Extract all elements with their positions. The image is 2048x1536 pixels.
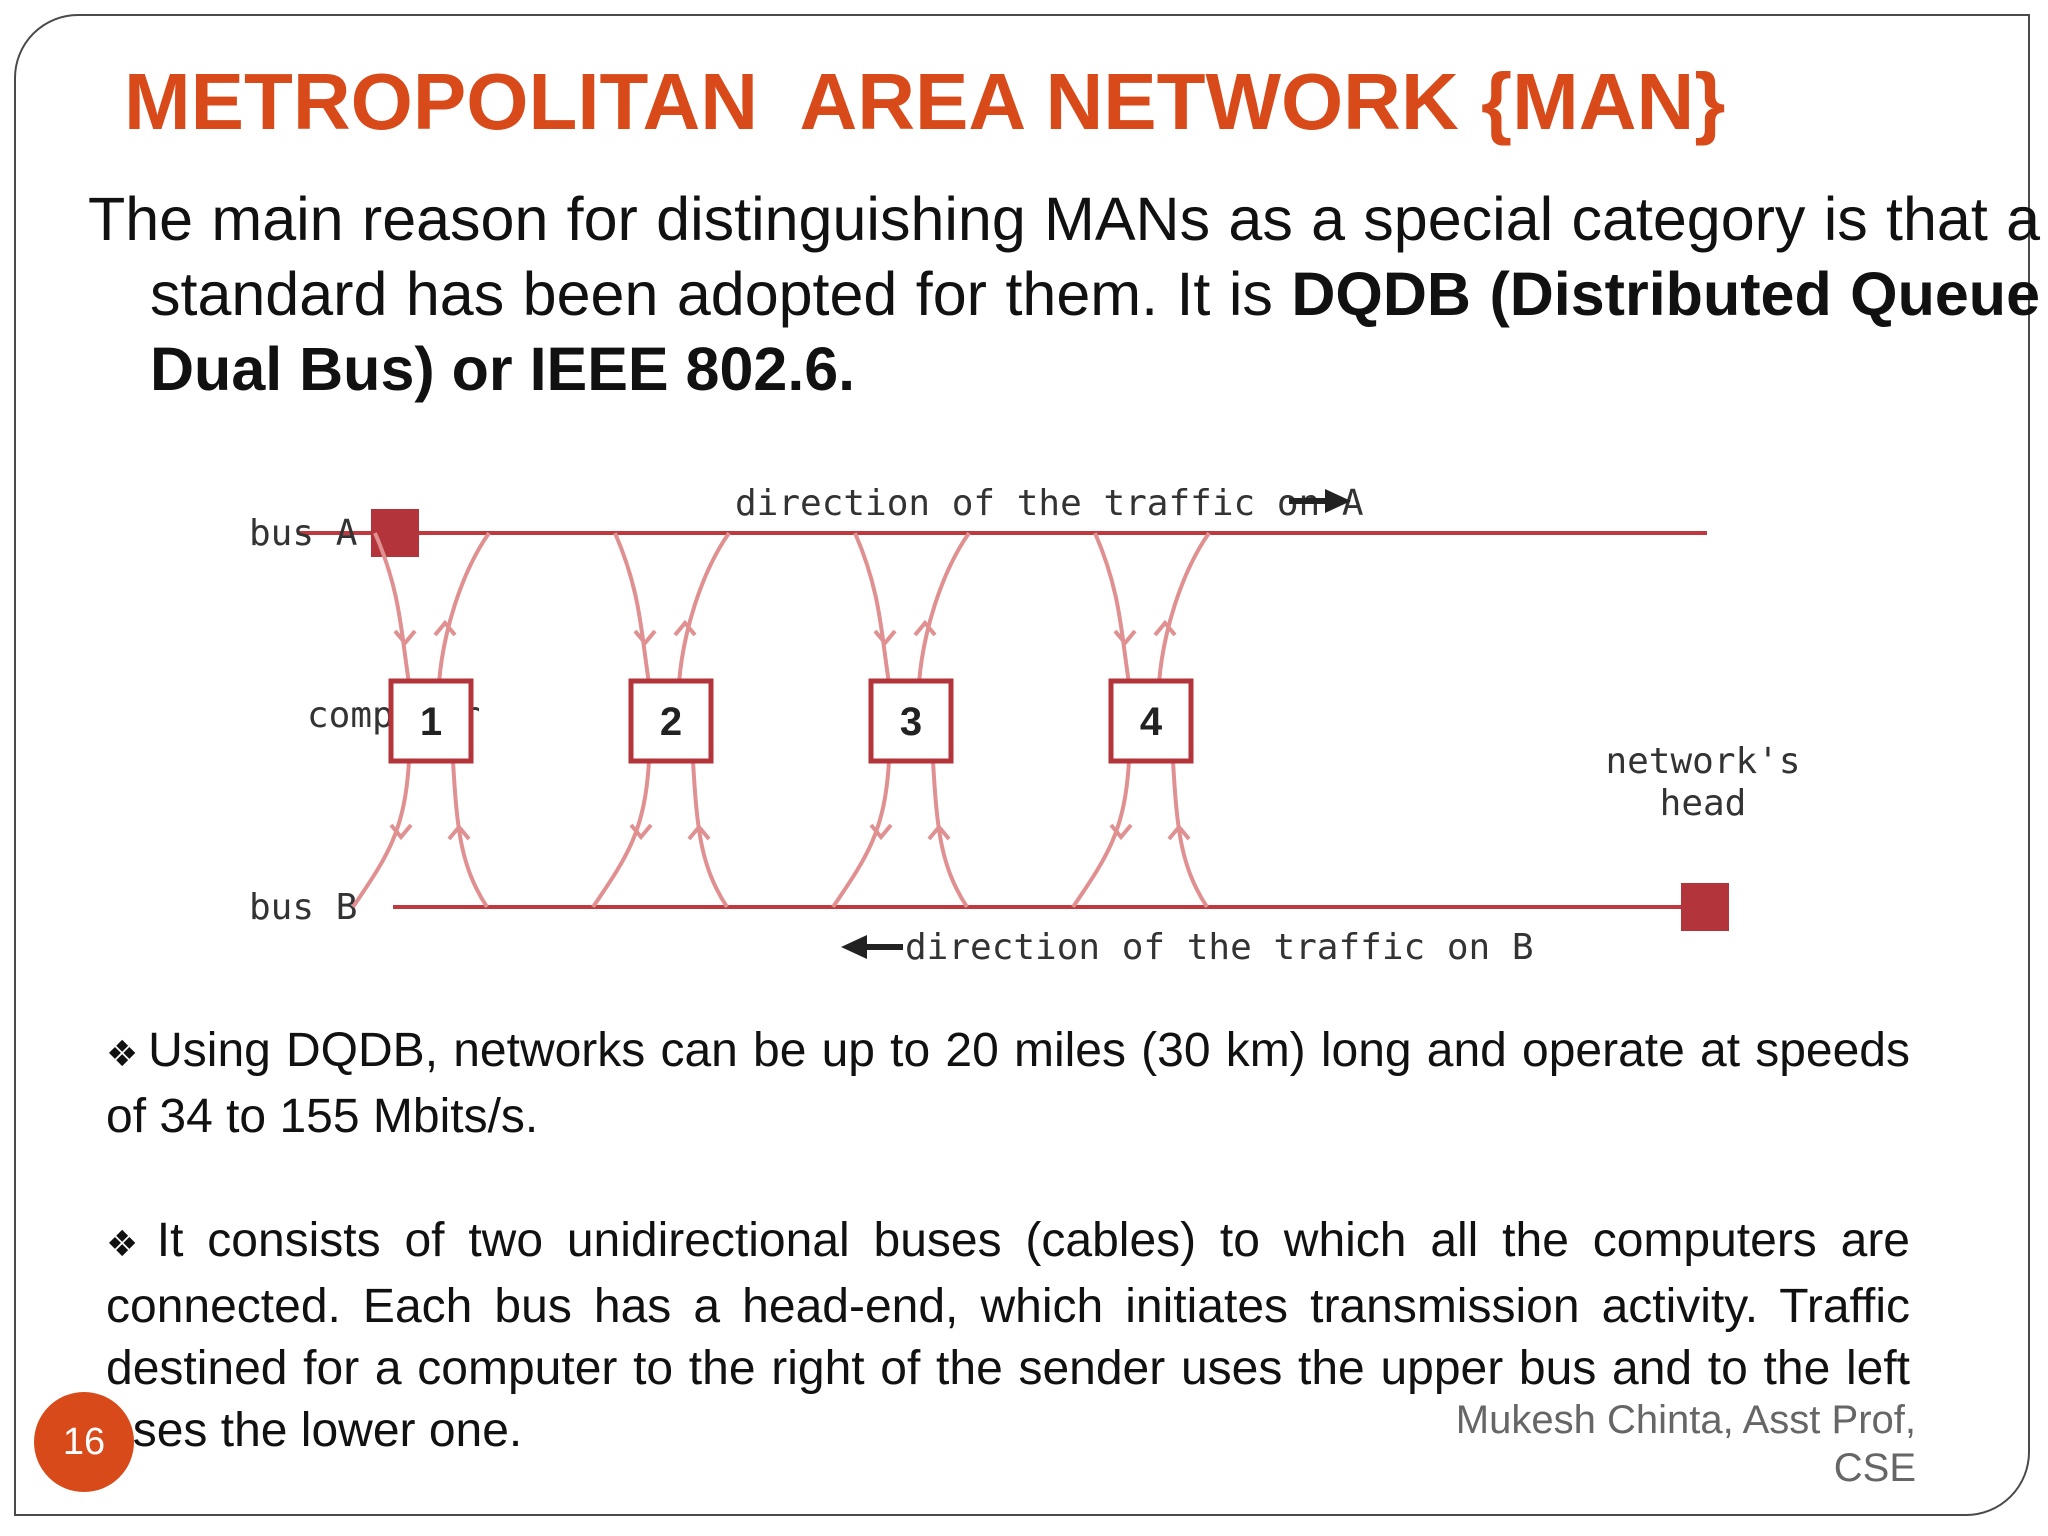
node-box — [388, 678, 474, 764]
bus-a-label: bus A — [249, 513, 358, 554]
node-link — [373, 532, 411, 684]
computer-node-3: 3 — [868, 678, 954, 764]
link-arrowhead — [873, 629, 897, 647]
author-credit: Mukesh Chinta, Asst Prof, CSE — [1456, 1396, 1916, 1492]
intro-text: The main reason for distinguishing MANs … — [88, 185, 2040, 328]
bus-b-label: bus B — [249, 887, 357, 928]
node-number: 2 — [660, 700, 682, 744]
link-arrowhead — [633, 629, 657, 647]
traffic-a-label: direction of the traffic on A — [735, 483, 1364, 524]
node-number: 4 — [1140, 700, 1163, 744]
computer-node-1: 1 — [388, 678, 474, 764]
node-link — [451, 760, 489, 909]
computer-node-2: 2 — [628, 678, 714, 764]
node-link — [1171, 760, 1209, 909]
node-box — [868, 678, 954, 764]
computer-node-4: 4 — [1108, 678, 1194, 764]
slide-frame — [14, 14, 2030, 1516]
bus-b-head-terminal — [1681, 883, 1729, 931]
traffic-b-label: direction of the traffic on B — [905, 927, 1534, 968]
link-arrowhead — [1153, 619, 1177, 637]
node-box — [628, 678, 714, 764]
link-arrowhead — [1109, 823, 1133, 841]
node-link — [1093, 532, 1131, 684]
link-arrowhead — [393, 629, 417, 647]
bullet-item-1: ❖Using DQDB, networks can be up to 20 mi… — [106, 1020, 1910, 1148]
link-arrowhead — [629, 823, 653, 841]
node-link — [613, 532, 651, 684]
network-head-label: network's — [1605, 741, 1800, 782]
computer-nodes: 1 2 3 4 — [388, 678, 1194, 764]
link-arrowhead — [1113, 629, 1137, 647]
link-arrowhead — [673, 619, 697, 637]
link-arrowhead — [927, 823, 951, 841]
node-link — [677, 531, 731, 684]
node-link — [931, 760, 969, 909]
node-link — [691, 760, 729, 909]
author-line-2: CSE — [1833, 1446, 1916, 1490]
bus-a-head-terminal — [371, 509, 419, 557]
link-arrowhead — [433, 619, 457, 637]
diamond-bullet-icon: ❖ — [106, 1034, 141, 1075]
link-arrowhead — [687, 823, 711, 841]
node-link — [1071, 760, 1131, 909]
page-number-badge: 16 — [34, 1392, 134, 1492]
link-arrowhead — [389, 823, 413, 841]
intro-paragraph: The main reason for distinguishing MANs … — [88, 182, 2040, 407]
node-number: 1 — [420, 700, 442, 744]
node-link — [437, 531, 491, 684]
node-link — [1157, 531, 1211, 684]
author-line-1: Mukesh Chinta, Asst Prof, — [1455, 1398, 1916, 1442]
node-link — [831, 760, 891, 909]
node-links — [351, 531, 1211, 909]
bullet-text-2: It consists of two unidirectional buses … — [106, 1214, 1910, 1457]
bullet-text-1: Using DQDB, networks can be up to 20 mil… — [106, 1024, 1911, 1143]
slide-title: METROPOLITAN AREA NETWORK {MAN} — [124, 57, 1726, 146]
arrow-left-icon — [841, 935, 903, 959]
node-number: 3 — [900, 700, 922, 744]
node-link — [917, 531, 971, 684]
network-head-label-2: head — [1660, 783, 1747, 824]
node-link — [853, 532, 891, 684]
node-box — [1108, 678, 1194, 764]
link-arrowhead — [447, 823, 471, 841]
intro-bold-text: DQDB (Distributed Queue Dual Bus) or IEE… — [150, 260, 2040, 403]
dqdb-diagram: bus A bus B direction of the traffic on … — [249, 483, 1801, 968]
node-link — [591, 760, 651, 909]
node-link — [351, 760, 411, 909]
link-arrowhead — [913, 619, 937, 637]
link-arrowhead — [869, 823, 893, 841]
bullet-list: ❖Using DQDB, networks can be up to 20 mi… — [106, 1020, 1910, 1462]
bullet-item-2: ❖It consists of two unidirectional buses… — [106, 1210, 1910, 1462]
link-arrowhead — [1167, 823, 1191, 841]
diamond-bullet-icon: ❖ — [106, 1224, 149, 1265]
arrow-right-icon — [1289, 489, 1351, 513]
